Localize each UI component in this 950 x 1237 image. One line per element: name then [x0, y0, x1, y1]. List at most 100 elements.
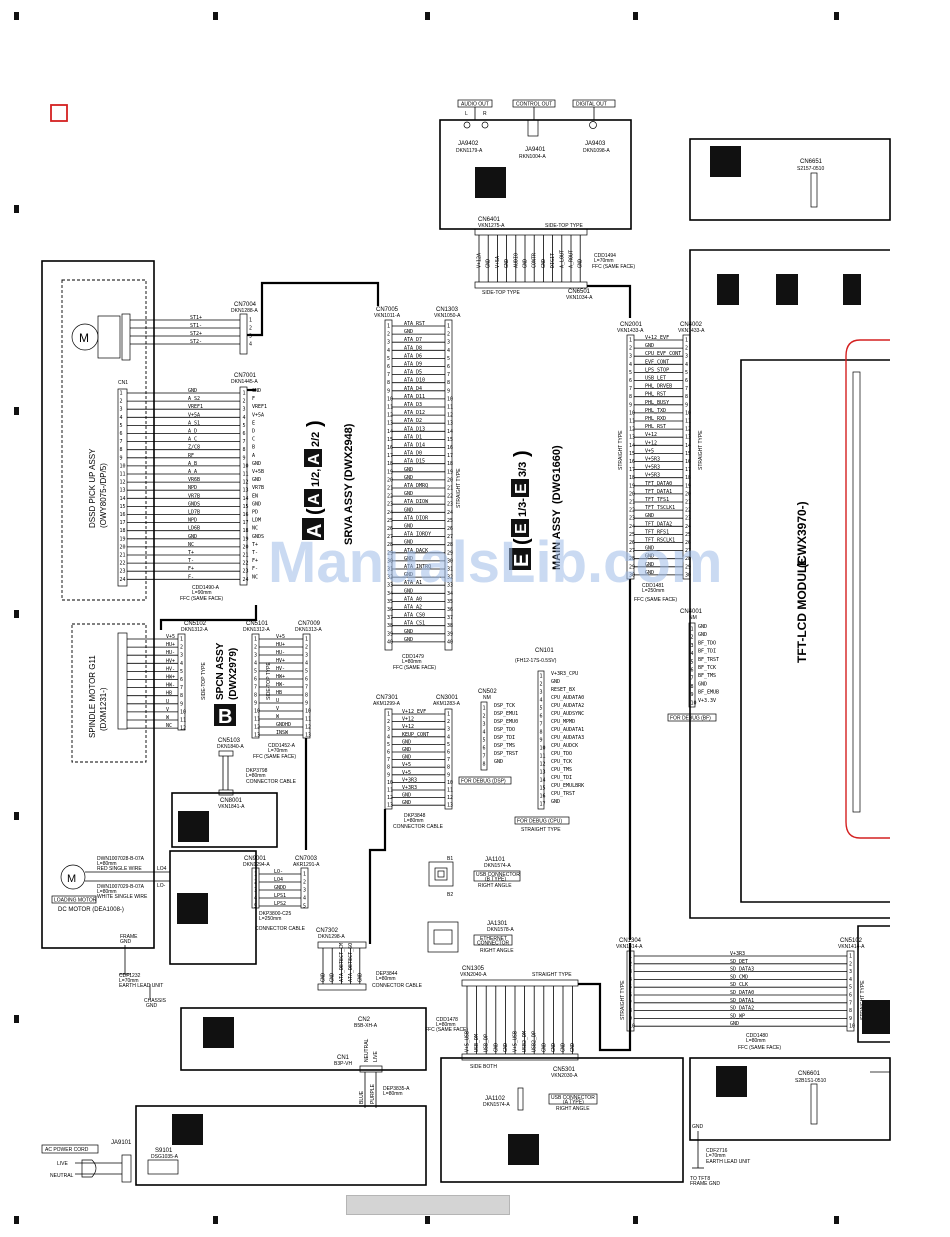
pin-signal-label: PHL_TXD [645, 408, 666, 414]
pin-number: 10 [387, 396, 393, 402]
pin-signal-label: CONTR [532, 252, 538, 268]
pin-signal-label: GND [698, 632, 707, 638]
pin-number: 7 [629, 386, 632, 392]
pin-signal-label: GND [252, 477, 261, 483]
pin-signal-label: GND [321, 973, 327, 982]
pin-number: 2 [249, 326, 252, 332]
pin-signal-label: V+5 [402, 762, 411, 768]
pin-signal-label: BF_TRST [698, 657, 719, 663]
pin-number: 1 [180, 637, 183, 643]
svg-text:CDF2716: CDF2716 [706, 1148, 728, 1154]
pin-number: 7 [540, 722, 543, 728]
pin-signal-label: SD_CLK [730, 982, 748, 988]
cn9001-label: CN9001 [244, 856, 267, 862]
pin-number: 13 [447, 803, 453, 809]
pin-number: 26 [447, 526, 453, 532]
pin-number: 22 [629, 508, 635, 514]
pin-signal-label: ST1+ [190, 315, 202, 321]
pin-number: 1 [629, 338, 632, 344]
svg-text:B5B-XH-A: B5B-XH-A [354, 1023, 378, 1029]
pin-number: 18 [243, 528, 249, 534]
svg-text:STRAIGHT TYPE: STRAIGHT TYPE [698, 430, 704, 470]
svg-text:L=80mm: L=80mm [436, 1022, 456, 1028]
pin-number: 6 [387, 364, 390, 370]
svg-text:STRAIGHT TYPE: STRAIGHT TYPE [860, 980, 866, 1020]
cn7302-label: CN7302 [316, 928, 339, 934]
ja1301-ethernet: JA1301 DKN1578-A ETHERNET CONNECTOR RIGH… [427, 921, 514, 954]
pin-number: 6 [483, 746, 486, 752]
pin-number: 2 [685, 346, 688, 352]
pin-signal-label: HV- [166, 666, 175, 672]
pin-number: 23 [447, 502, 453, 508]
pin-number: 1 [691, 627, 694, 633]
pin-number: 37 [387, 615, 393, 621]
svg-text:A: A [306, 453, 323, 465]
pin-signal-label: V+5 [402, 770, 411, 776]
svg-text:B3P-VH: B3P-VH [334, 1061, 352, 1067]
pin-signal-label: RESET_BX [551, 687, 575, 693]
pin-number: 4 [629, 362, 632, 368]
pin-number: 27 [387, 534, 393, 540]
pin-number: 10 [849, 1024, 855, 1030]
pin-signal-label: GND [541, 1043, 547, 1052]
svg-text:FFC (SAME FACE): FFC (SAME FACE) [253, 754, 296, 760]
pin-signal-label: GND [252, 501, 261, 507]
svg-text:LO4: LO4 [157, 866, 167, 872]
pin-signal-label: HV- [276, 666, 285, 672]
pin-number: 5 [629, 985, 632, 991]
pin-number: 11 [447, 788, 453, 794]
pin-signal-label: V+5_USB [465, 1031, 471, 1052]
cn6601-board: CN6601 S2B1S1-0510 GND CDF2716 L=70mm EA… [689, 1057, 891, 1187]
pin-number: 2 [305, 645, 308, 651]
pin-signal-label: CPU_TDI [551, 775, 572, 781]
pin-number: 22 [685, 508, 691, 514]
pin-number: 7 [629, 1000, 632, 1006]
pin-number: 28 [387, 542, 393, 548]
pin-number: 9 [254, 701, 257, 707]
pin-signal-label: GND [523, 259, 529, 268]
pin-number: 17 [629, 467, 635, 473]
pin-signal-label: GND [730, 1021, 739, 1027]
svg-text:STRAIGHT TYPE: STRAIGHT TYPE [456, 468, 462, 508]
pin-number: 16 [120, 512, 126, 518]
srva-assy-name: SRVA ASSY [343, 483, 355, 545]
pin-number: 13 [629, 435, 635, 441]
pin-signal-label: V+12 [402, 717, 414, 723]
pin-number: 7 [447, 757, 450, 763]
audio-out-label: AUDIO OUT [461, 102, 489, 108]
pin-signal-label: HW+ [276, 674, 285, 680]
pin-number: 8 [120, 447, 123, 453]
pin-signal-label: V+5R3 [645, 473, 660, 479]
pin-number: 15 [387, 437, 393, 443]
pin-number: 25 [447, 518, 453, 524]
pin-signal-label: KEUP_CONT [402, 732, 429, 738]
cn4002-label: CN4002 [680, 322, 703, 328]
pin-signal-label: RF [188, 453, 194, 459]
pin-number: 22 [387, 494, 393, 500]
pin-signal-label: V+5A [188, 412, 200, 418]
pin-number: 34 [387, 591, 393, 597]
svg-text:L=80mm: L=80mm [97, 861, 117, 867]
sd-bus: CN1304 VKN1414-A CN5102 VKN1414-A STRAIG… [616, 925, 890, 1051]
svg-text:VKN2030-A: VKN2030-A [551, 1073, 578, 1079]
pin-number: 5 [180, 669, 183, 675]
pin-signal-label: SD_DATA3 [730, 967, 754, 973]
pin-number: 16 [685, 459, 691, 465]
svg-text:DKP3798: DKP3798 [246, 768, 268, 774]
pin-number: 1 [685, 338, 688, 344]
svg-text:CDD1481: CDD1481 [642, 583, 664, 589]
pin-number: 1 [447, 712, 450, 718]
pin-number: 1 [387, 712, 390, 718]
svg-text:E: E [511, 554, 533, 567]
pin-number: 13 [254, 733, 260, 739]
bus-cn7004 [247, 281, 380, 337]
pin-number: 16 [243, 512, 249, 518]
pin-number: 40 [447, 639, 453, 645]
pin-number: 7 [691, 676, 694, 682]
pin-number: 3 [243, 407, 246, 413]
spcn-assy-name: SPCN ASSY [215, 642, 226, 700]
svg-text:STRAIGHT TYPE: STRAIGHT TYPE [620, 980, 626, 1020]
svg-text:(FH12-17S-0.5SV): (FH12-17S-0.5SV) [515, 658, 557, 664]
